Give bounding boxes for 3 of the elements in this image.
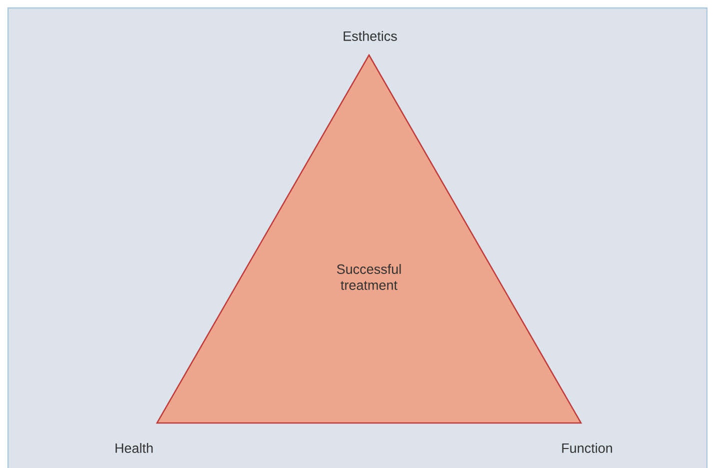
vertex-label: Health	[116, 443, 153, 453]
vertex-label: Function	[562, 443, 612, 453]
vertex-label: Esthetics	[344, 31, 397, 41]
